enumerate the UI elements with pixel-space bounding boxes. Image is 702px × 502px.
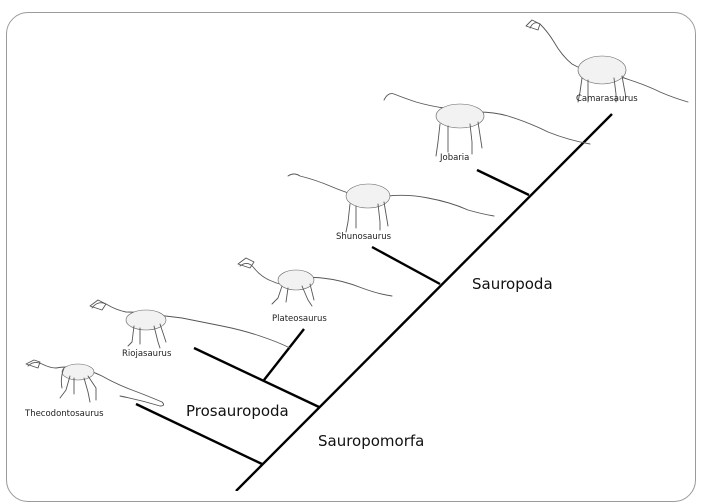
label-sauropoda: Sauropoda [472,275,553,293]
plateosaurus-skeleton [238,258,392,306]
branch-jobaria [477,170,529,195]
label-plateosaurus: Plateosaurus [272,314,327,324]
label-thecodontosaurus: Thecodontosaurus [24,409,104,419]
cladogram-figure: Thecodontosaurus Riojasaurus Plateosauru… [0,0,702,491]
shunosaurus-skeleton [288,174,494,232]
camarasaurus-skeleton [526,20,688,102]
label-camarasaurus: Camarasaurus [576,94,638,104]
thecodontosaurus-skeleton [26,360,164,406]
branch-shunosaurus [372,247,440,284]
jobaria-skeleton [384,94,590,156]
label-jobaria: Jobaria [439,153,469,163]
label-sauropomorfa: Sauropomorfa [318,432,424,450]
branch-prosauropoda-node [194,348,319,407]
label-prosauropoda: Prosauropoda [186,402,289,420]
cladogram-svg: Thecodontosaurus Riojasaurus Plateosauru… [0,0,702,491]
label-riojasaurus: Riojasaurus [122,349,172,359]
riojasaurus-skeleton [90,300,290,348]
label-shunosaurus: Shunosaurus [336,232,392,242]
branch-plateosaurus [264,329,304,380]
